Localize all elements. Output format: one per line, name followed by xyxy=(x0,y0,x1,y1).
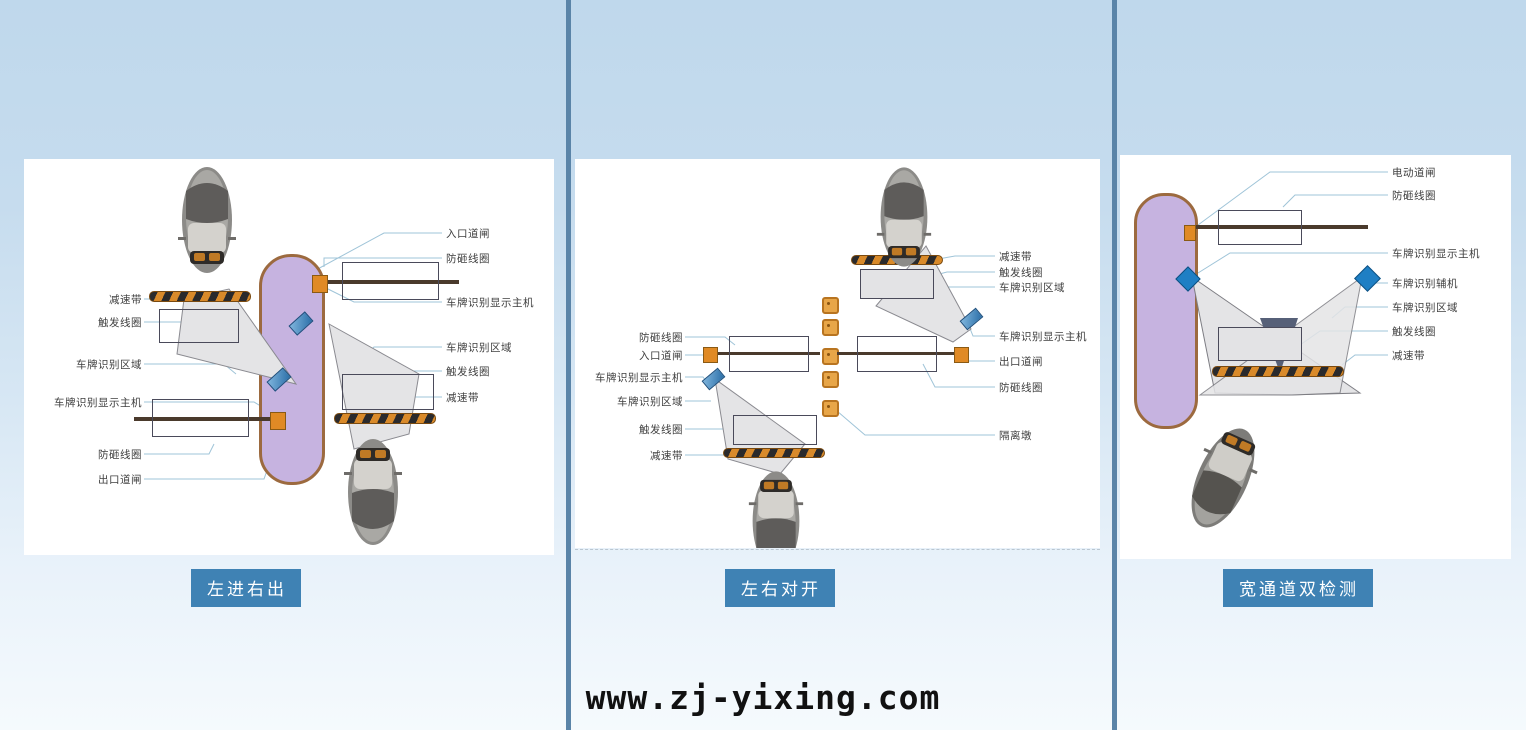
speed-bump-lower-2 xyxy=(723,448,825,458)
anti-crush-loop-5 xyxy=(1218,210,1302,245)
label-3-r-1: 防砸线圈 xyxy=(1392,191,1436,202)
card-underline-2 xyxy=(575,549,1100,551)
trigger-loop-left-1 xyxy=(159,309,239,343)
exit-gate-housing-2 xyxy=(954,347,969,363)
label-1-l-3: 车牌识别显示主机 xyxy=(54,398,142,409)
panel-caption-2[interactable]: 左右对开 xyxy=(725,569,835,607)
entrance-gate-housing-1 xyxy=(312,275,328,293)
column-divider-1 xyxy=(566,0,571,730)
diagram-card-2: 减速带 触发线圈 车牌识别区域 车牌识别显示主机 出口道闸 防砸线圈 隔离墩 防… xyxy=(575,159,1100,548)
electric-gate-housing-3 xyxy=(1184,225,1196,241)
trigger-loop-lower-2 xyxy=(733,415,817,445)
exit-gate-arm-2 xyxy=(837,352,955,355)
site-watermark: www.zj-yixing.com xyxy=(585,678,941,717)
trigger-loop-upper-2 xyxy=(860,269,934,299)
label-2-l-5: 减速带 xyxy=(650,451,683,462)
diagram-figure-1: 入口道闸 防砸线圈 车牌识别显示主机 车牌识别区域 触发线圈 减速带 减速带 触… xyxy=(24,159,554,555)
car-top-2 xyxy=(875,165,933,269)
label-1-r-4: 触发线圈 xyxy=(446,367,490,378)
label-2-r-3: 车牌识别显示主机 xyxy=(999,332,1087,343)
speed-bump-3 xyxy=(1212,366,1344,377)
label-2-r-1: 触发线圈 xyxy=(999,268,1043,279)
label-2-l-0: 防砸线圈 xyxy=(639,333,683,344)
anti-crush-loop-3 xyxy=(729,336,809,372)
column-divider-2 xyxy=(1112,0,1117,730)
exit-gate-arm-1 xyxy=(134,417,274,421)
label-3-r-3: 车牌识别辅机 xyxy=(1392,279,1458,290)
panel-caption-1[interactable]: 左进右出 xyxy=(191,569,301,607)
label-3-r-6: 减速带 xyxy=(1392,351,1425,362)
diagram-card-3: 电动道闸 防砸线圈 车牌识别显示主机 车牌识别辅机 车牌识别区域 触发线圈 减速… xyxy=(1120,155,1511,559)
entrance-gate-arm-2 xyxy=(715,352,820,355)
label-1-l-1: 触发线圈 xyxy=(98,318,142,329)
label-1-r-0: 入口道闸 xyxy=(446,229,490,240)
label-3-r-2: 车牌识别显示主机 xyxy=(1392,249,1480,260)
trigger-loop-3 xyxy=(1218,327,1302,361)
diagram-card-1: 入口道闸 防砸线圈 车牌识别显示主机 车牌识别区域 触发线圈 减速带 减速带 触… xyxy=(24,159,554,555)
anti-crush-loop-1 xyxy=(342,262,439,300)
isolation-bollard-3 xyxy=(822,348,839,365)
label-1-l-2: 车牌识别区域 xyxy=(76,360,142,371)
label-3-r-4: 车牌识别区域 xyxy=(1392,303,1458,314)
entrance-gate-housing-2 xyxy=(703,347,718,363)
label-2-r-6: 隔离墩 xyxy=(999,431,1032,442)
car-bottom-2 xyxy=(747,469,805,548)
label-1-l-5: 出口道闸 xyxy=(98,475,142,486)
label-1-r-5: 减速带 xyxy=(446,393,479,404)
label-2-l-4: 触发线圈 xyxy=(639,425,683,436)
label-1-r-1: 防砸线圈 xyxy=(446,254,490,265)
panel-left-in-right-out: 入口道闸 防砸线圈 车牌识别显示主机 车牌识别区域 触发线圈 减速带 减速带 触… xyxy=(0,0,566,730)
label-1-l-0: 减速带 xyxy=(109,295,142,306)
label-2-l-1: 入口道闸 xyxy=(639,351,683,362)
label-2-l-2: 车牌识别显示主机 xyxy=(595,373,683,384)
isolation-bollard-4 xyxy=(822,371,839,388)
speed-bump-left-1 xyxy=(149,291,251,302)
anti-crush-loop-2 xyxy=(152,399,249,437)
label-1-l-4: 防砸线圈 xyxy=(98,450,142,461)
panel-left-right-opposing: 减速带 触发线圈 车牌识别区域 车牌识别显示主机 出口道闸 防砸线圈 隔离墩 防… xyxy=(571,0,1112,730)
label-2-r-5: 防砸线圈 xyxy=(999,383,1043,394)
label-2-l-3: 车牌识别区域 xyxy=(617,397,683,408)
label-1-r-3: 车牌识别区域 xyxy=(446,343,512,354)
speed-bump-right-1 xyxy=(334,413,436,424)
trigger-loop-right-1 xyxy=(342,374,434,410)
panel-caption-3[interactable]: 宽通道双检测 xyxy=(1223,569,1373,607)
label-1-r-2: 车牌识别显示主机 xyxy=(446,298,534,309)
label-2-r-2: 车牌识别区域 xyxy=(999,283,1065,294)
entrance-gate-arm-1 xyxy=(319,280,459,284)
label-3-r-0: 电动道闸 xyxy=(1392,168,1436,179)
label-3-r-5: 触发线圈 xyxy=(1392,327,1436,338)
isolation-bollard-5 xyxy=(822,400,839,417)
diagram-figure-3: 电动道闸 防砸线圈 车牌识别显示主机 车牌识别辅机 车牌识别区域 触发线圈 减速… xyxy=(1120,155,1511,559)
label-2-r-4: 出口道闸 xyxy=(999,357,1043,368)
isolation-bollard-1 xyxy=(822,297,839,314)
isolation-bollard-2 xyxy=(822,319,839,336)
panel-wide-lane-dual-detect: 电动道闸 防砸线圈 车牌识别显示主机 车牌识别辅机 车牌识别区域 触发线圈 减速… xyxy=(1117,0,1526,730)
diagram-figure-2: 减速带 触发线圈 车牌识别区域 车牌识别显示主机 出口道闸 防砸线圈 隔离墩 防… xyxy=(575,159,1100,548)
car-top-1 xyxy=(176,165,238,275)
car-bottom-3 xyxy=(1172,415,1273,541)
exit-gate-housing-1 xyxy=(270,412,286,430)
car-bottom-1 xyxy=(342,437,404,547)
electric-gate-arm-3 xyxy=(1188,225,1368,229)
anti-crush-loop-4 xyxy=(857,336,937,372)
label-2-r-0: 减速带 xyxy=(999,252,1032,263)
